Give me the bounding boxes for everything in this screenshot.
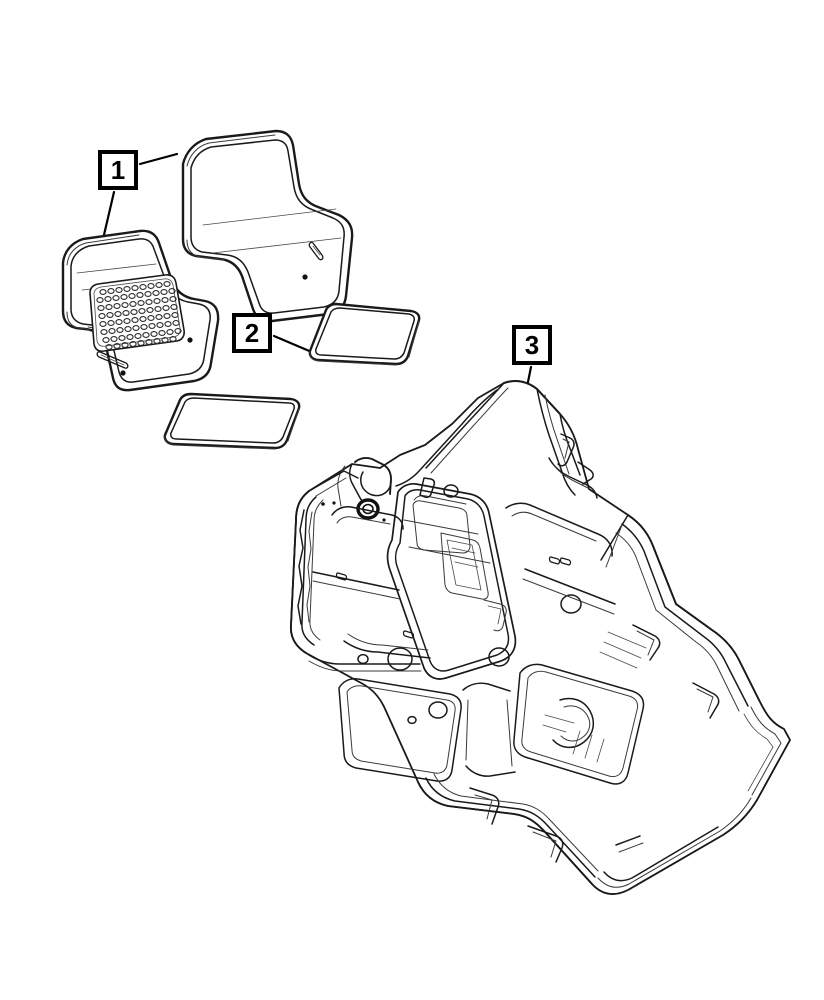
carpet-left-rocker-flange [290, 470, 359, 654]
heel-pad-nubs [96, 281, 182, 350]
rear-floor-mat-left [163, 392, 301, 450]
front-floor-mat-right [181, 129, 354, 323]
leader-line-2 [272, 334, 316, 355]
mat-retention-slot-left [96, 351, 129, 369]
callout-number-3: 3 [524, 330, 540, 360]
front-floor-mat-left [61, 229, 220, 392]
carpet-rear-seat-riser [417, 699, 791, 895]
heel-pad-textured-insert [89, 274, 185, 352]
floor-carpet-assembly [290, 380, 791, 895]
callout-box-3[interactable]: 3 [512, 325, 552, 365]
carpet-transmission-tunnel [386, 482, 517, 680]
carpet-rear-flange-details [527, 825, 644, 863]
carpet-left-rear-footwell [338, 630, 462, 782]
mat-anchor-hole-right [302, 274, 308, 280]
carpet-right-rear-footwell [513, 663, 645, 785]
carpet-rear-tunnel [462, 682, 516, 825]
mat-anchor-hole-left-a [187, 337, 193, 343]
carpet-left-front-footwell [312, 506, 404, 600]
carpet-dash-panel [395, 380, 598, 499]
leader-line-1a [138, 152, 179, 166]
carpet-right-rocker-flange [599, 514, 760, 719]
callout-box-1[interactable]: 1 [98, 150, 138, 190]
carpet-right-front-footwell [505, 502, 616, 615]
carpet-seat-crossmember [305, 594, 582, 719]
callout-box-2[interactable]: 2 [232, 313, 272, 353]
mat-retention-slot-right [308, 241, 324, 261]
carpet-tab-upper [419, 477, 436, 499]
rear-floor-mat-right [308, 302, 421, 366]
carpet-slot-details [332, 501, 572, 566]
callout-number-1: 1 [110, 155, 126, 185]
mat-anchor-hole-left-b [120, 370, 126, 376]
callout-number-2: 2 [244, 318, 260, 348]
